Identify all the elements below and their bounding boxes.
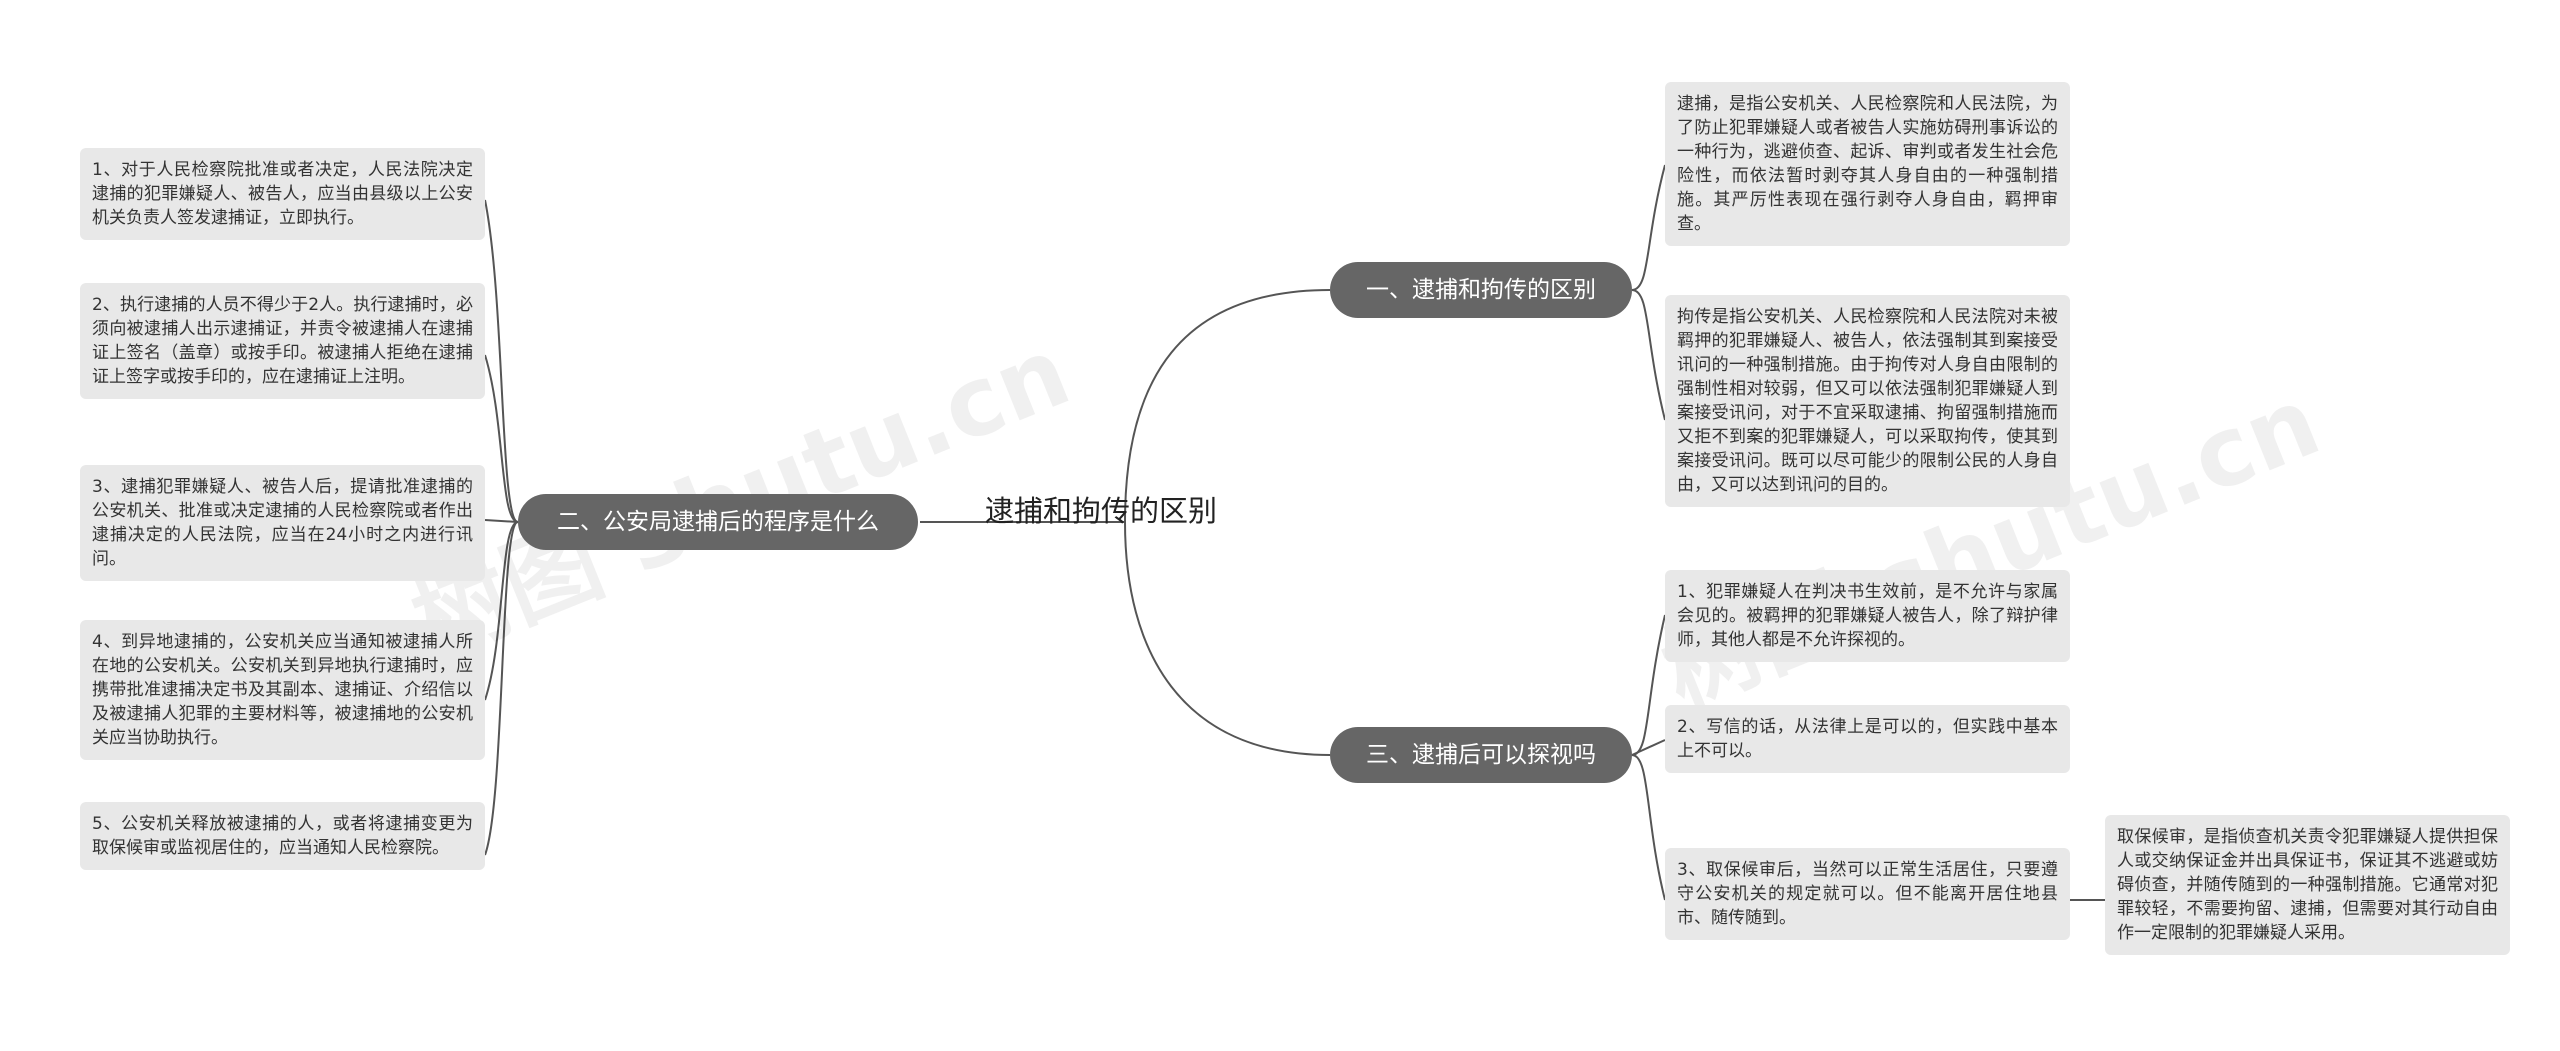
leaf-arrest-definition[interactable]: 逮捕，是指公安机关、人民检察院和人民法院，为了防止犯罪嫌疑人或者被告人实施妨碍刑…: [1665, 82, 2070, 246]
leaf-procedure-2[interactable]: 2、执行逮捕的人员不得少于2人。执行逮捕时，必须向被逮捕人出示逮捕证，并责令被逮…: [80, 283, 485, 399]
leaf-visitation-3[interactable]: 3、取保候审后，当然可以正常生活居住，只要遵守公安机关的规定就可以。但不能离开居…: [1665, 848, 2070, 940]
branch-procedure[interactable]: 二、公安局逮捕后的程序是什么: [518, 494, 918, 550]
leaf-procedure-4[interactable]: 4、到异地逮捕的，公安机关应当通知被逮捕人所在地的公安机关。公安机关到异地执行逮…: [80, 620, 485, 760]
leaf-visitation-1[interactable]: 1、犯罪嫌疑人在判决书生效前，是不允许与家属会见的。被羁押的犯罪嫌疑人被告人，除…: [1665, 570, 2070, 662]
leaf-procedure-3[interactable]: 3、逮捕犯罪嫌疑人、被告人后，提请批准逮捕的公安机关、批准或决定逮捕的人民检察院…: [80, 465, 485, 581]
root-topic[interactable]: 逮捕和拘传的区别: [985, 494, 1218, 528]
leaf-visitation-2[interactable]: 2、写信的话，从法律上是可以的，但实践中基本上不可以。: [1665, 705, 2070, 773]
branch-visitation[interactable]: 三、逮捕后可以探视吗: [1330, 727, 1632, 783]
branch-distinction[interactable]: 一、逮捕和拘传的区别: [1330, 262, 1632, 318]
leaf-bail-definition[interactable]: 取保候审，是指侦查机关责令犯罪嫌疑人提供担保人或交纳保证金并出具保证书，保证其不…: [2105, 815, 2510, 955]
leaf-procedure-5[interactable]: 5、公安机关释放被逮捕的人，或者将逮捕变更为取保候审或监视居住的，应当通知人民检…: [80, 802, 485, 870]
leaf-summons-definition[interactable]: 拘传是指公安机关、人民检察院和人民法院对未被羁押的犯罪嫌疑人、被告人，依法强制其…: [1665, 295, 2070, 507]
leaf-procedure-1[interactable]: 1、对于人民检察院批准或者决定，人民法院决定逮捕的犯罪嫌疑人、被告人，应当由县级…: [80, 148, 485, 240]
